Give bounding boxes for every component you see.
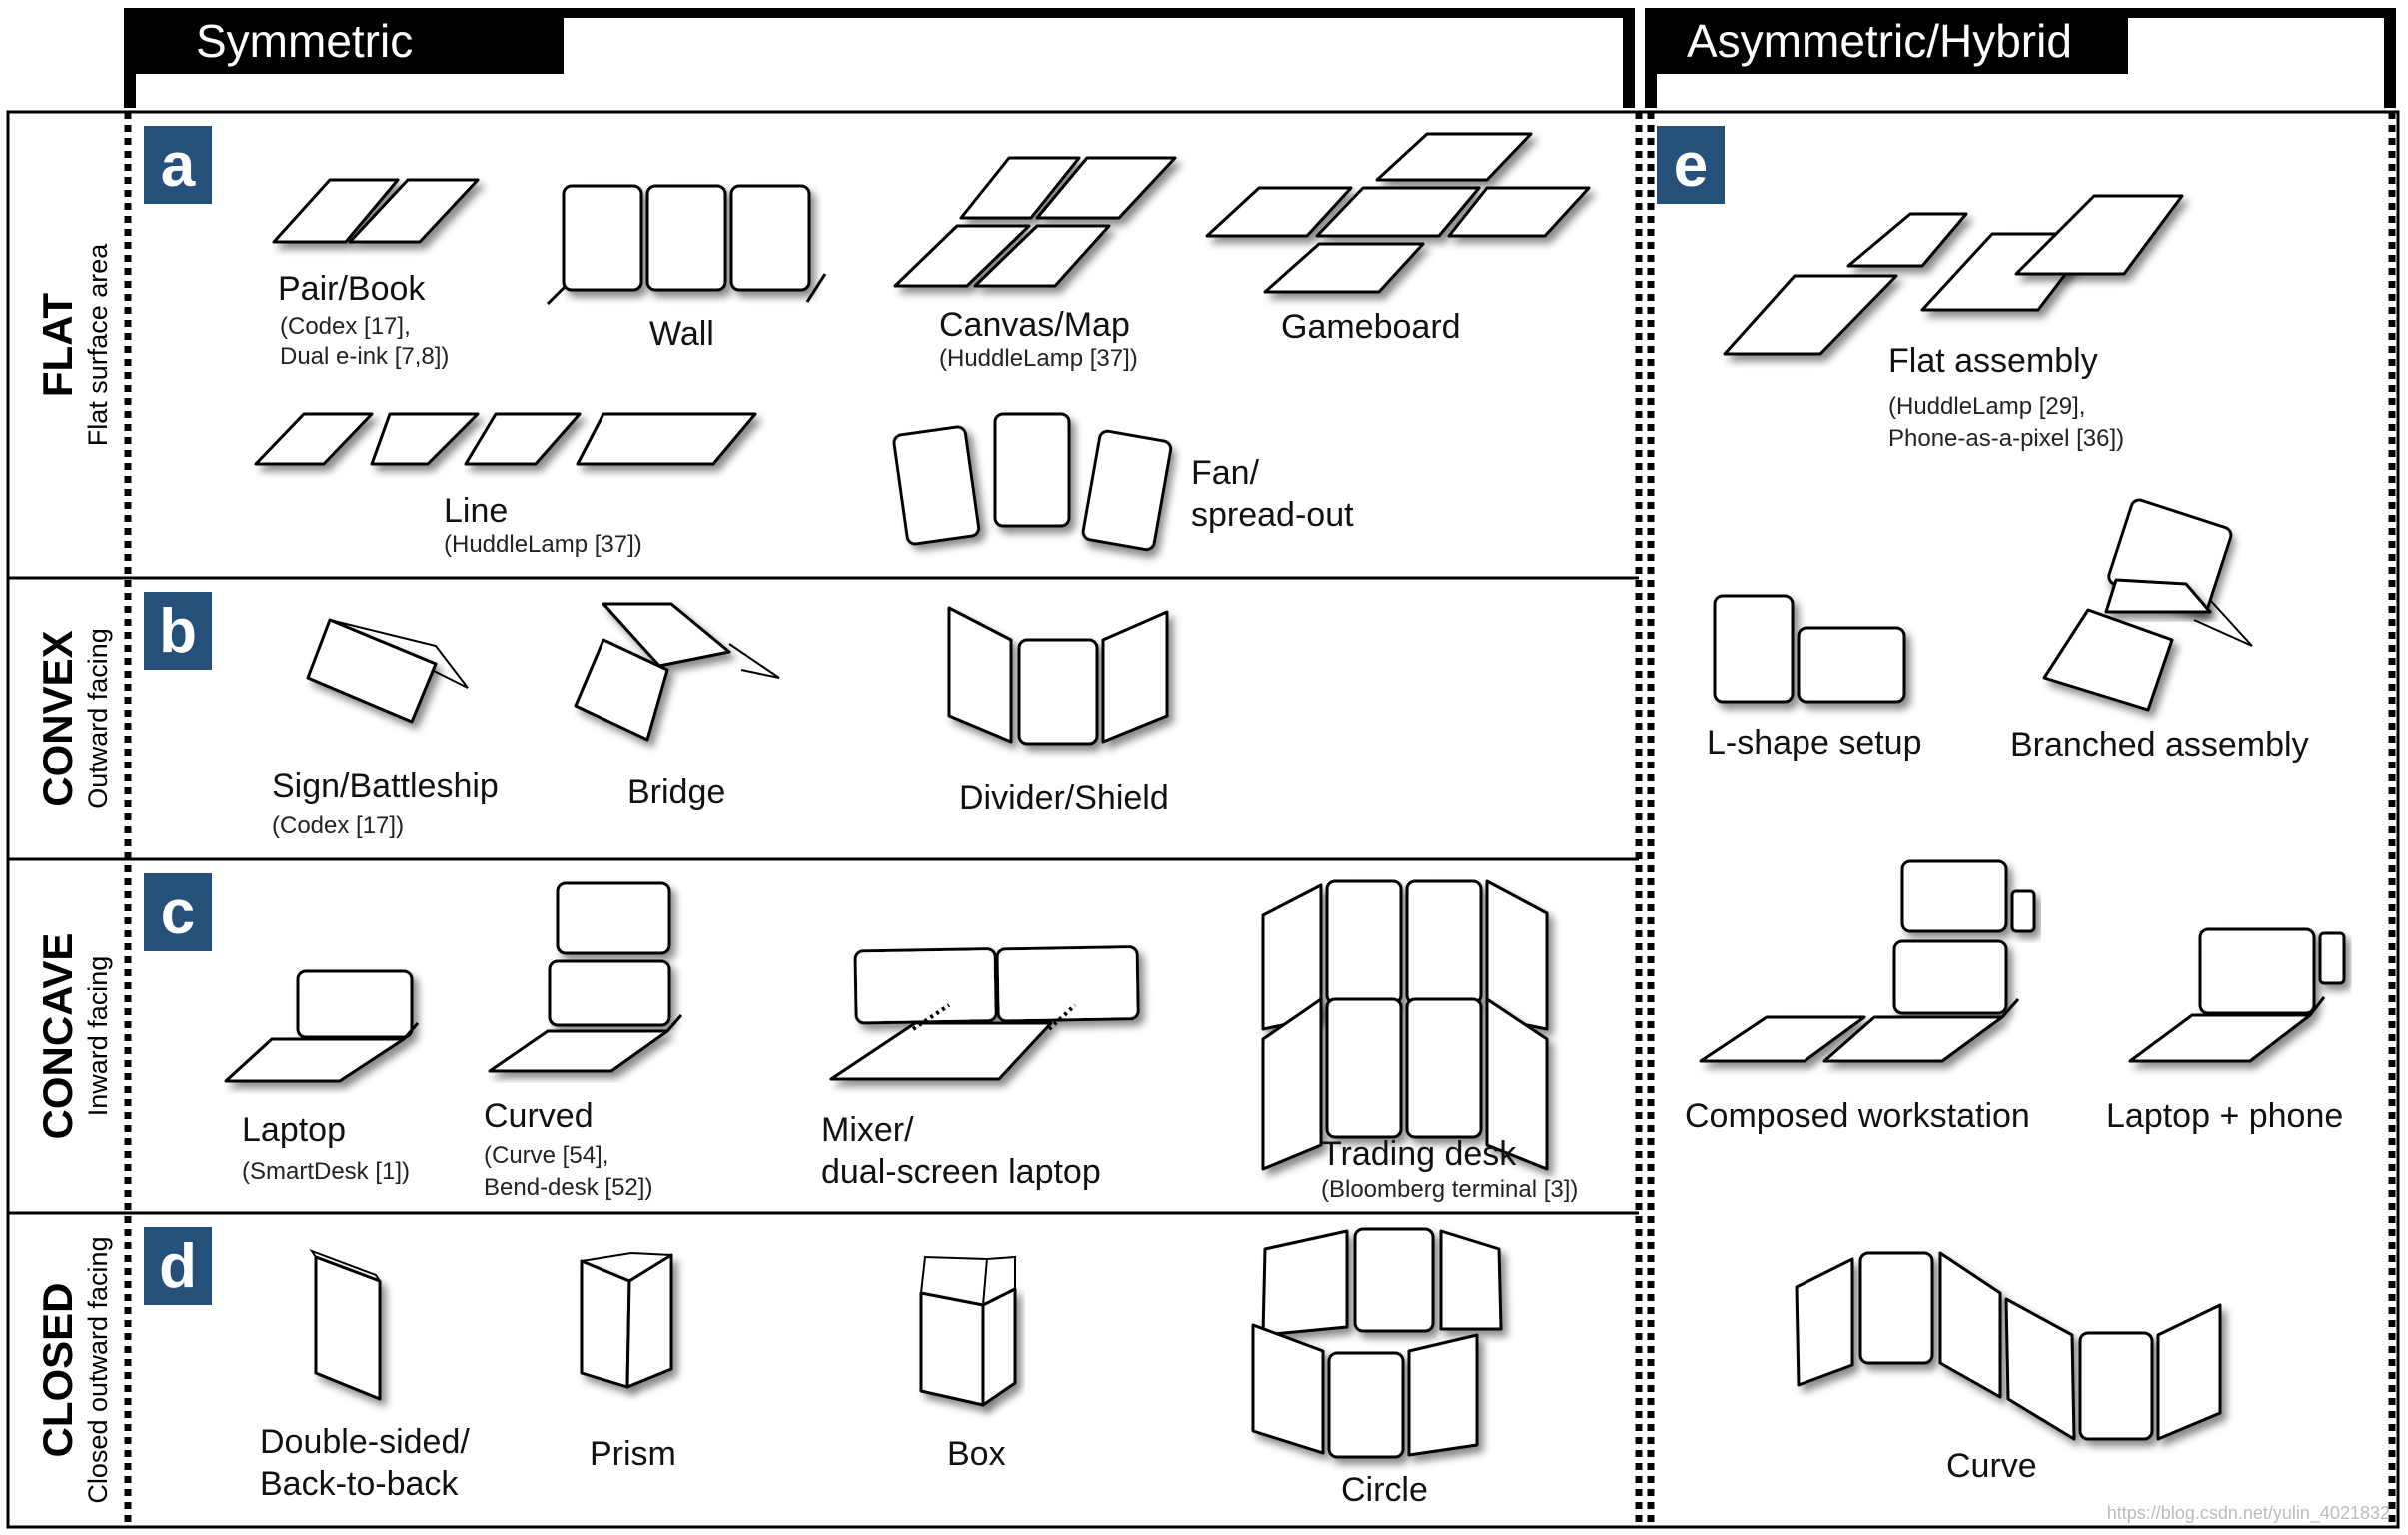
grid-frame bbox=[6, 110, 2400, 1529]
bridge-label: Bridge bbox=[627, 773, 725, 811]
composed-workstation-label: Composed workstation bbox=[1685, 1097, 2030, 1135]
branched-assembly-label: Branched assembly bbox=[2010, 726, 2309, 764]
gameboard-illustration bbox=[1205, 132, 1591, 294]
row-label-convex: CONVEX Outward facing bbox=[34, 628, 113, 809]
symmetric-header: Symmetric bbox=[124, 8, 1635, 108]
l-shape-label: L-shape setup bbox=[1707, 724, 1922, 762]
line-label: Line bbox=[444, 492, 508, 530]
circle-illustration bbox=[1251, 1227, 1503, 1459]
l-shape-illustration bbox=[1713, 594, 1906, 704]
panel-badge-b: b bbox=[144, 592, 212, 670]
laptop-phone-illustration bbox=[2128, 927, 2346, 1063]
box-illustration bbox=[919, 1255, 1017, 1407]
laptop-citation: (SmartDesk [1]) bbox=[242, 1158, 410, 1185]
trading-desk-label: Trading desk bbox=[1321, 1135, 1517, 1173]
svg-text:d: d bbox=[159, 1232, 197, 1301]
box-label: Box bbox=[947, 1435, 1006, 1473]
prism-illustration bbox=[580, 1251, 673, 1389]
gameboard-label: Gameboard bbox=[1281, 308, 1461, 346]
flat-assembly-citation-1: (HuddleLamp [29], bbox=[1888, 393, 2085, 420]
svg-text:c: c bbox=[161, 878, 195, 947]
curve-label: Curve bbox=[1946, 1447, 2037, 1485]
row-sub-convex: Outward facing bbox=[83, 628, 113, 809]
divider-label: Divider/Shield bbox=[959, 779, 1169, 817]
curved-label: Curved bbox=[484, 1097, 594, 1135]
row-name-flat: FLAT bbox=[34, 293, 81, 398]
double-sided-illustration bbox=[309, 1248, 382, 1401]
trading-desk-illustration bbox=[1261, 879, 1549, 1171]
sign-label: Sign/Battleship bbox=[272, 768, 499, 805]
line-citation: (HuddleLamp [37]) bbox=[444, 531, 642, 558]
pair-book-label: Pair/Book bbox=[278, 270, 426, 308]
curved-illustration bbox=[488, 881, 683, 1073]
asymmetric-header: Asymmetric/Hybrid bbox=[1645, 8, 2396, 108]
panel-badge-c: c bbox=[144, 873, 212, 951]
pair-book-citation-2: Dual e-ink [7,8]) bbox=[280, 343, 449, 370]
flat-assembly-citation-2: Phone-as-a-pixel [36]) bbox=[1888, 425, 2124, 452]
sign-citation: (Codex [17]) bbox=[272, 812, 404, 839]
symmetric-header-text: Symmetric bbox=[196, 15, 413, 67]
prism-label: Prism bbox=[590, 1435, 676, 1473]
composed-workstation-illustration bbox=[1699, 859, 2036, 1063]
panel-badge-a: a bbox=[144, 126, 212, 204]
laptop-phone-label: Laptop + phone bbox=[2106, 1097, 2343, 1135]
row-name-closed: CLOSED bbox=[34, 1282, 81, 1457]
asymmetric-header-text: Asymmetric/Hybrid bbox=[1687, 15, 2072, 67]
row-label-closed: CLOSED Closed outward facing bbox=[34, 1236, 113, 1503]
double-sided-label-1: Double-sided/ bbox=[260, 1423, 470, 1461]
canvas-map-citation: (HuddleLamp [37]) bbox=[939, 345, 1138, 372]
canvas-map-illustration bbox=[893, 156, 1177, 288]
trading-desk-citation: (Bloomberg terminal [3]) bbox=[1321, 1176, 1578, 1203]
row-sub-concave: Inward facing bbox=[83, 956, 113, 1117]
fan-label-1: Fan/ bbox=[1191, 454, 1260, 492]
laptop-illustration bbox=[224, 969, 420, 1083]
mixer-illustration bbox=[829, 945, 1140, 1081]
flat-assembly-illustration bbox=[1723, 194, 2184, 356]
laptop-label: Laptop bbox=[242, 1111, 346, 1149]
pair-book-citation-1: (Codex [17], bbox=[280, 313, 411, 340]
branched-assembly-illustration bbox=[2042, 498, 2253, 712]
curve-illustration bbox=[1795, 1251, 2222, 1441]
mixer-label-2: dual-screen laptop bbox=[821, 1153, 1101, 1191]
row-label-flat: FLAT Flat surface area bbox=[34, 243, 113, 447]
panel-badge-d: d bbox=[144, 1227, 212, 1305]
curved-citation-2: Bend-desk [52]) bbox=[484, 1174, 652, 1201]
svg-text:a: a bbox=[161, 131, 196, 200]
double-sided-label-2: Back-to-back bbox=[260, 1465, 459, 1503]
bridge-illustration bbox=[574, 602, 780, 742]
fan-label-2: spread-out bbox=[1191, 496, 1354, 534]
circle-label: Circle bbox=[1341, 1471, 1428, 1509]
panel-badge-e: e bbox=[1657, 126, 1725, 204]
curved-citation-1: (Curve [54], bbox=[484, 1142, 608, 1169]
mixer-label-1: Mixer/ bbox=[821, 1111, 914, 1149]
row-label-concave: CONCAVE Inward facing bbox=[34, 933, 113, 1140]
fan-illustration bbox=[892, 412, 1173, 552]
flat-assembly-label: Flat assembly bbox=[1888, 342, 2098, 380]
svg-text:e: e bbox=[1674, 131, 1708, 200]
row-sub-closed: Closed outward facing bbox=[83, 1236, 113, 1503]
svg-text:b: b bbox=[159, 597, 197, 666]
watermark: https://blog.csdn.net/yulin_4021832 bbox=[2107, 1503, 2390, 1524]
wall-illustration bbox=[546, 184, 827, 306]
line-illustration bbox=[254, 412, 757, 466]
row-name-concave: CONCAVE bbox=[34, 933, 81, 1140]
canvas-map-label: Canvas/Map bbox=[939, 306, 1130, 344]
row-sub-flat: Flat surface area bbox=[83, 243, 113, 447]
wall-label: Wall bbox=[649, 315, 714, 353]
pair-book-illustration bbox=[272, 178, 480, 244]
divider-illustration bbox=[947, 606, 1169, 746]
row-name-convex: CONVEX bbox=[34, 630, 81, 806]
sign-illustration bbox=[306, 618, 469, 724]
